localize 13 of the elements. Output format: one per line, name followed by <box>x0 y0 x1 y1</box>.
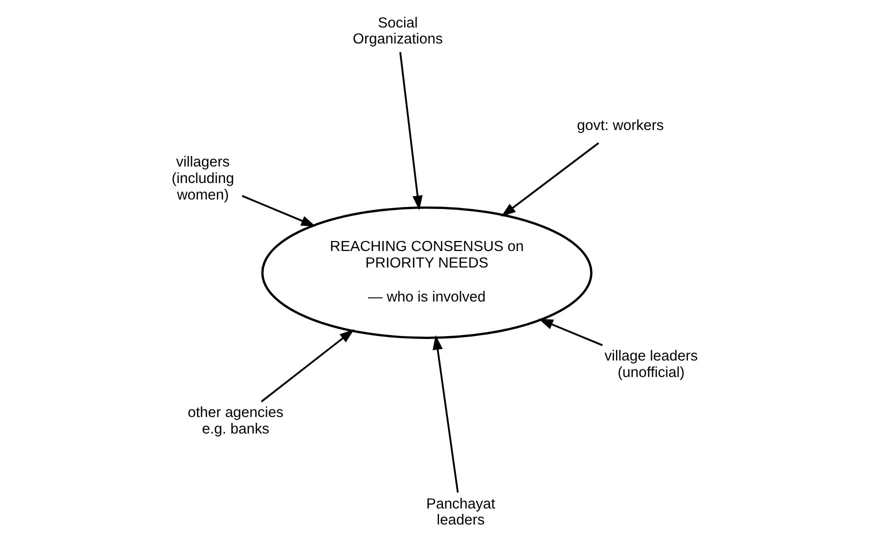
arrow <box>399 52 423 210</box>
arrow <box>432 335 459 493</box>
node-text: Panchayat leaders <box>426 496 496 529</box>
node-text: govt: workers <box>577 118 664 134</box>
arrow <box>260 329 354 402</box>
node-text: other agencies e.g. banks <box>188 405 284 438</box>
node-ellipse: REACHING CONSENSUS on PRIORITY NEEDS — who is involved <box>261 206 592 339</box>
arrow <box>501 142 600 217</box>
node-text: villagers (including women) <box>172 154 234 204</box>
arrow <box>538 318 603 346</box>
node-text: village leaders (unofficial) <box>604 348 698 382</box>
node-text: Social Organizations <box>352 15 443 48</box>
arrow <box>242 195 316 227</box>
